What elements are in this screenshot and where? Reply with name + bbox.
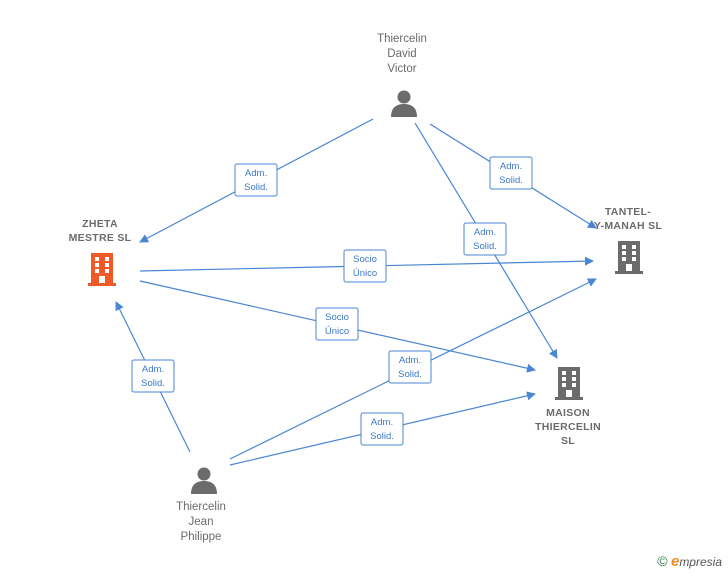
building-icon[interactable] bbox=[613, 239, 645, 280]
person-icon[interactable] bbox=[389, 88, 419, 123]
edge-label[interactable]: Adm. Solid. bbox=[131, 359, 175, 393]
edge-label-text: Único bbox=[353, 268, 377, 279]
edge-label-text: Adm. bbox=[399, 355, 421, 366]
edge-label-text: Adm. bbox=[371, 417, 393, 428]
edge-label-text: Solid. bbox=[141, 378, 165, 389]
company-label-zheta-mestre[interactable]: ZHETA MESTRE SL bbox=[68, 218, 132, 244]
edge-label-text: Solid. bbox=[398, 369, 422, 380]
edge-label-text: Solid. bbox=[244, 182, 268, 193]
edge-label-text: Adm. bbox=[142, 364, 164, 375]
company-label-tantel-y-manah[interactable]: TANTEL- Y-MANAH SL bbox=[593, 206, 663, 232]
edge-label-text: Solid. bbox=[473, 241, 497, 252]
edge-label-text: Adm. bbox=[474, 227, 496, 238]
person-icon[interactable] bbox=[189, 465, 219, 500]
edge-labels-layer: Adm.Solid.Adm.Solid.Adm.Solid.SocioÚnico… bbox=[131, 156, 533, 446]
company-label-maison-thiercelin[interactable]: MAISON THIERCELIN SL bbox=[535, 407, 601, 447]
edge-label-text: Único bbox=[325, 326, 349, 337]
brand-name: mpresia bbox=[679, 555, 722, 569]
edge-label[interactable]: Adm. Solid. bbox=[489, 156, 533, 190]
edge-label-text: Adm. bbox=[500, 161, 522, 172]
edge-label[interactable]: Adm. Solid. bbox=[234, 163, 278, 197]
edge-label-text: Socio bbox=[353, 254, 377, 265]
edge-label[interactable]: Adm. Solid. bbox=[388, 350, 432, 384]
building-icon[interactable] bbox=[86, 251, 118, 292]
brand-logo-initial: e bbox=[670, 553, 680, 570]
person-label-thiercelin-david[interactable]: Thiercelin David Victor bbox=[377, 33, 427, 75]
edge-label[interactable]: Adm. Solid. bbox=[463, 222, 507, 256]
person-label-thiercelin-jean[interactable]: Thiercelin Jean Philippe bbox=[176, 501, 226, 543]
edge-label-text: Solid. bbox=[499, 175, 523, 186]
copyright-symbol: © bbox=[657, 553, 668, 569]
edge-label-text: Socio bbox=[325, 312, 349, 323]
building-icon[interactable] bbox=[553, 365, 585, 406]
edge-label[interactable]: Adm. Solid. bbox=[360, 412, 404, 446]
footer-brand: © empresia bbox=[657, 553, 722, 570]
edge-label-text: Solid. bbox=[370, 431, 394, 442]
edge-label-text: Adm. bbox=[245, 168, 267, 179]
